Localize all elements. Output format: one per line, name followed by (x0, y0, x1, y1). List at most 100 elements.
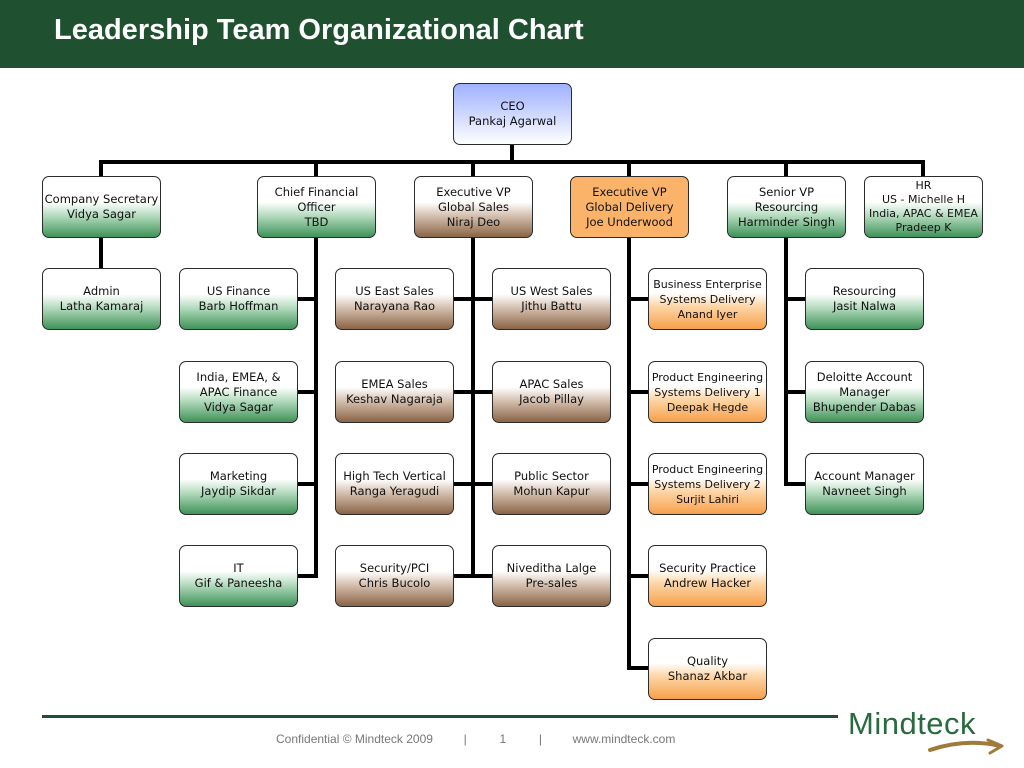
footer-url: www.mindteck.com (572, 732, 676, 746)
node-line: Navneet Singh (822, 484, 907, 498)
node-line: Narayana Rao (353, 299, 436, 313)
node-line: Shanaz Akbar (667, 669, 748, 683)
node-line: Executive VP (592, 184, 667, 199)
node-resourcing: Resourcing Jasit Nalwa (805, 268, 924, 330)
node-line: APAC Sales (519, 377, 584, 391)
node-line: High Tech Vertical (343, 469, 446, 483)
node-line: India, APAC & EMEA (869, 207, 978, 220)
node-line: Deepak Hegde (666, 400, 749, 414)
node-line: Niraj Deo (446, 214, 501, 229)
node-line: Keshav Nagaraja (346, 392, 443, 406)
node-line: Bhupender Dabas (812, 399, 917, 414)
node-line: Business Enterprise (653, 277, 762, 291)
logo-text: Mindteck (848, 706, 977, 741)
node-line: APAC Finance (199, 384, 278, 399)
node-ceo: CEO Pankaj Agarwal (453, 83, 572, 145)
node-line: Chief Financial (274, 184, 359, 199)
node-security-practice: Security Practice Andrew Hacker (648, 545, 767, 607)
node-presales: Niveditha Lalge Pre-sales (492, 545, 611, 607)
logo-swoosh-icon (928, 738, 1004, 755)
node-line: Jasit Nalwa (832, 299, 897, 313)
node-line: Product Engineering (651, 462, 764, 476)
node-line: Surjit Lahiri (676, 492, 739, 506)
title-bar (0, 0, 1024, 68)
node-line: Account Manager (814, 469, 915, 483)
node-line: Company Secretary (44, 192, 159, 206)
node-line: Vidya Sagar (66, 207, 137, 221)
node-product-engineering-2: Product Engineering Systems Delivery 2 S… (648, 453, 767, 515)
node-line: Officer (297, 199, 336, 214)
node-marketing: Marketing Jaydip Sikdar (179, 453, 298, 515)
node-security-pci: Security/PCI Chris Bucolo (335, 545, 454, 607)
node-line: Marketing (209, 469, 268, 483)
node-public-sector: Public Sector Mohun Kapur (492, 453, 611, 515)
node-line: Joe Underwood (586, 214, 673, 229)
node-business-enterprise: Business Enterprise Systems Delivery Ana… (648, 268, 767, 330)
node-line: IT (233, 561, 244, 575)
node-line: Admin (83, 284, 120, 298)
node-intl-finance: India, EMEA, & APAC Finance Vidya Sagar (179, 361, 298, 423)
node-us-east-sales: US East Sales Narayana Rao (335, 268, 454, 330)
node-ceo-title: CEO (500, 99, 525, 113)
node-line: Manager (839, 384, 890, 399)
node-hr: HR US - Michelle H India, APAC & EMEA Pr… (864, 176, 983, 238)
node-line: Gif & Paneesha (194, 576, 283, 590)
footer: Confidential © Mindteck 2009 | 1 | www.m… (276, 732, 675, 746)
node-line: US East Sales (355, 284, 434, 298)
node-line: Andrew Hacker (663, 576, 752, 590)
node-emea-sales: EMEA Sales Keshav Nagaraja (335, 361, 454, 423)
node-evp-global-delivery: Executive VP Global Delivery Joe Underwo… (570, 176, 689, 238)
node-line: Senior VP (758, 184, 815, 199)
footer-separator: | (463, 732, 467, 746)
node-line: TBD (304, 214, 329, 229)
node-line: Product Engineering (651, 370, 764, 384)
footer-separator: | (538, 732, 542, 746)
node-line: Public Sector (514, 469, 589, 483)
node-account-manager: Account Manager Navneet Singh (805, 453, 924, 515)
node-line: Latha Kamaraj (59, 299, 144, 313)
node-product-engineering-1: Product Engineering Systems Delivery 1 D… (648, 361, 767, 423)
node-line: Mohun Kapur (513, 484, 590, 498)
node-cfo: Chief Financial Officer TBD (257, 176, 376, 238)
node-line: Resourcing (832, 284, 897, 298)
node-line: Executive VP (436, 184, 511, 199)
node-line: Deloitte Account (816, 369, 913, 384)
node-line: US West Sales (510, 284, 593, 298)
node-line: US - Michelle H (882, 193, 965, 206)
node-company-secretary: Company Secretary Vidya Sagar (42, 176, 161, 238)
node-line: Global Delivery (585, 199, 674, 214)
node-line: HR (915, 179, 932, 192)
node-line: Systems Delivery 2 (654, 477, 761, 491)
node-admin: Admin Latha Kamaraj (42, 268, 161, 330)
node-us-west-sales: US West Sales Jithu Battu (492, 268, 611, 330)
node-line: Harminder Singh (737, 214, 836, 229)
node-us-finance: US Finance Barb Hoffman (179, 268, 298, 330)
node-line: Niveditha Lalge (506, 561, 597, 575)
node-line: Pre-sales (525, 576, 578, 590)
node-apac-sales: APAC Sales Jacob Pillay (492, 361, 611, 423)
node-line: US Finance (206, 284, 271, 298)
node-line: Anand Iyer (677, 307, 738, 321)
node-line: Quality (686, 654, 729, 668)
node-line: Systems Delivery 1 (654, 385, 761, 399)
node-line: Jaydip Sikdar (201, 484, 276, 498)
node-line: Resourcing (754, 199, 819, 214)
node-line: Jacob Pillay (519, 392, 584, 406)
node-quality: Quality Shanaz Akbar (648, 638, 767, 700)
node-line: India, EMEA, & (196, 369, 281, 384)
node-line: Security/PCI (359, 561, 430, 575)
node-ceo-name: Pankaj Agarwal (468, 114, 557, 128)
footer-confidential: Confidential © Mindteck 2009 (276, 732, 433, 746)
node-it: IT Gif & Paneesha (179, 545, 298, 607)
mindteck-logo: Mindteck (848, 706, 1008, 758)
node-line: Global Sales (438, 199, 509, 214)
node-line: Pradeep K (895, 221, 952, 234)
node-line: Barb Hoffman (198, 299, 279, 313)
node-line: Jithu Battu (521, 299, 582, 313)
node-line: Chris Bucolo (358, 576, 431, 590)
node-line: Systems Delivery (659, 292, 756, 306)
node-svp-resourcing: Senior VP Resourcing Harminder Singh (727, 176, 846, 238)
node-line: Vidya Sagar (203, 399, 274, 414)
node-line: EMEA Sales (361, 377, 428, 391)
